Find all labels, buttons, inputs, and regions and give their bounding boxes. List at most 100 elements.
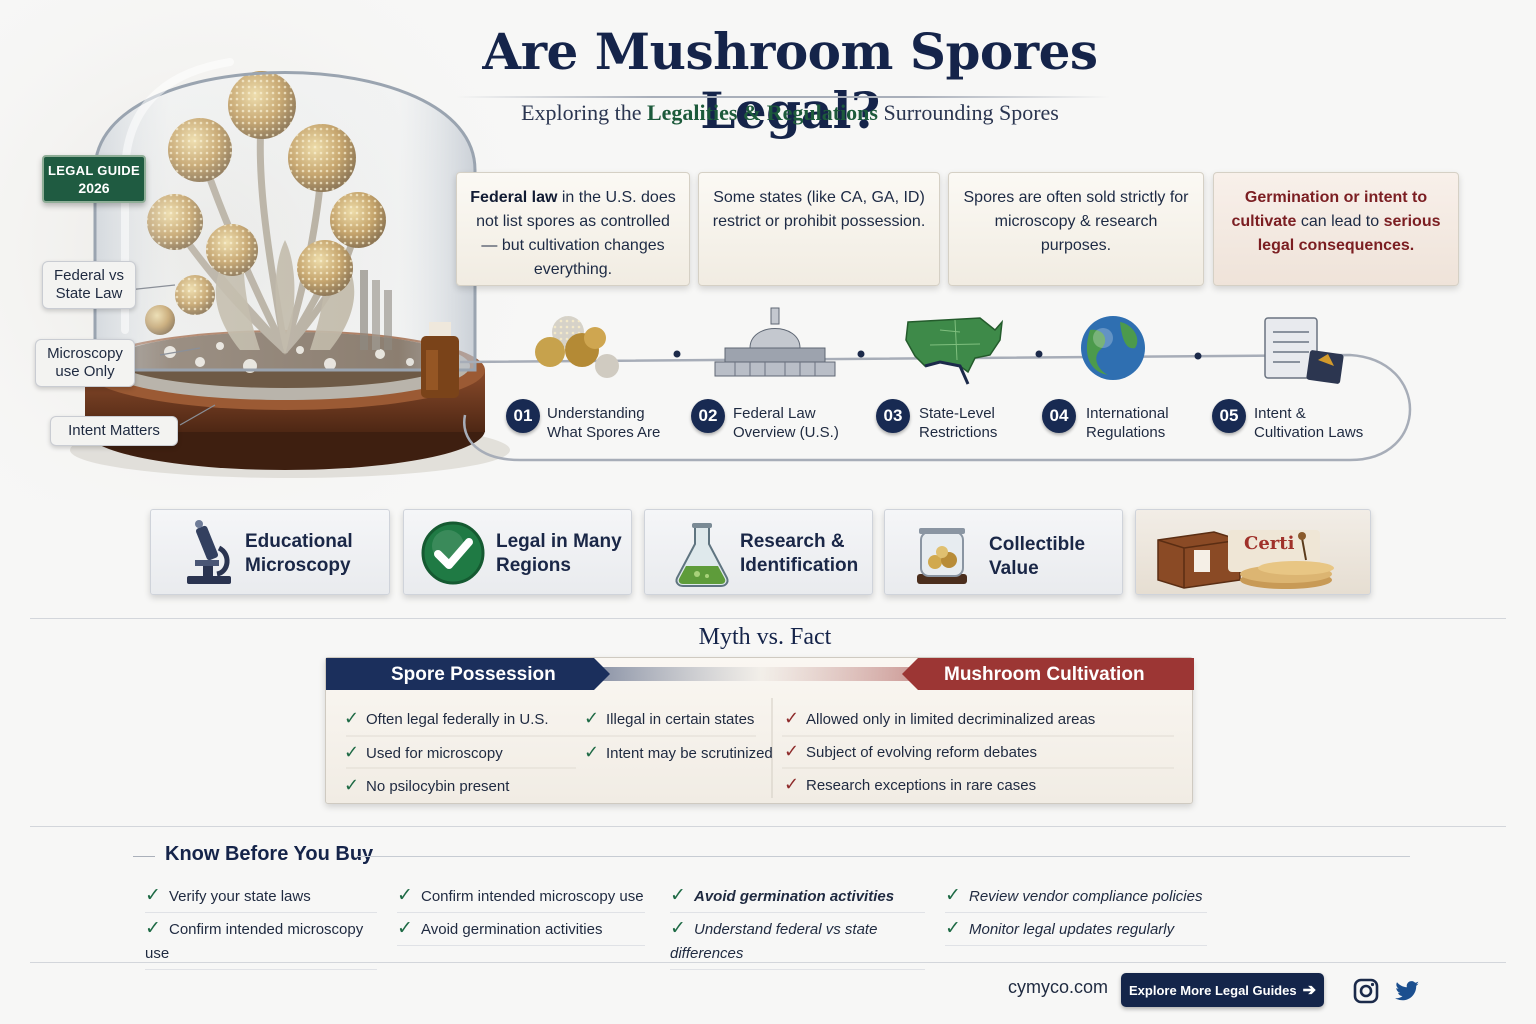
check-icon: ✓ <box>344 775 360 795</box>
feature-line1: Collectible <box>989 534 1086 555</box>
fact-card-text: can lead to <box>1296 213 1384 230</box>
footer-divider <box>30 962 1506 963</box>
page-title: Are Mushroom Spores Legal? <box>482 22 1098 140</box>
checklist-item-text: Verify your state laws <box>169 888 311 905</box>
check-icon: ✓ <box>784 774 800 794</box>
legal-guide-badge: LEGAL GUIDE 2026 <box>42 155 146 203</box>
feature-line2: Value <box>989 558 1039 579</box>
mushroom-cultivation-header: Mushroom Cultivation <box>944 664 1145 685</box>
certificate-box-icon <box>1157 530 1334 589</box>
checklist-item: ✓Avoid germination activities <box>670 884 925 913</box>
step-line1: Federal Law <box>733 405 816 422</box>
timeline-step-number: 04 <box>1042 399 1076 433</box>
capitol-icon <box>714 307 836 377</box>
fact-card-text: Some states (like CA, GA, ID) restrict o… <box>712 189 926 230</box>
checklist-item: ✓ Verify your state laws <box>145 884 377 913</box>
title-divider <box>455 96 1110 98</box>
hero-illustration <box>0 0 520 500</box>
subtitle-highlight: Legalities & Regulations <box>646 100 878 125</box>
feature-line2: Regions <box>496 555 571 576</box>
subtitle-post: Surrounding Spores <box>877 100 1059 125</box>
timeline-step-number: 05 <box>1212 399 1246 433</box>
step-line1: International <box>1086 405 1169 422</box>
check-icon: ✓ <box>145 918 161 939</box>
spore-jar-illustration <box>0 0 520 500</box>
step-line2: Regulations <box>1086 424 1166 441</box>
side-tag-microscopy-only: Microscopy use Only <box>35 339 135 387</box>
check-icon: ✓ <box>945 918 961 939</box>
timeline-graphic <box>459 307 1412 462</box>
list-item-text: No psilocybin present <box>366 778 510 795</box>
myth-vs-fact-title: Myth vs. Fact <box>698 624 832 650</box>
check-icon: ✓ <box>344 742 360 762</box>
feature-line1: Legal in Many <box>496 531 622 552</box>
list-item: ✓Often legal federally in U.S. <box>344 706 549 734</box>
fact-card-text: Spores are often sold strictly for micro… <box>963 189 1189 254</box>
list-item-text: Research exceptions in rare cases <box>806 777 1037 794</box>
list-item: ✓Intent may be scrutinized <box>584 740 773 768</box>
list-item-text: Allowed only in limited decriminalized a… <box>806 711 1096 728</box>
check-icon: ✓ <box>670 918 686 939</box>
checklist-item-text: Understand federal vs state differences <box>670 921 878 962</box>
myth-vs-fact-headers <box>326 658 1194 798</box>
timeline-step-number: 02 <box>691 399 725 433</box>
timeline-step-number: 03 <box>876 399 910 433</box>
check-circle-icon <box>421 521 485 585</box>
fact-card-bold: serious legal consequences. <box>1257 213 1441 254</box>
feature-line1: Research & <box>740 531 845 552</box>
globe-icon <box>1081 316 1145 380</box>
side-tag-federal-vs-state: Federal vs State Law <box>42 261 136 309</box>
checklist-item-text: Confirm intended microscopy use <box>145 921 364 962</box>
check-icon: ✓ <box>397 885 413 906</box>
know-before-you-buy-title: Know Before You Buy <box>165 843 374 865</box>
step-line2: Restrictions <box>919 424 998 441</box>
feature-research-identification: Research &Identification <box>644 509 873 595</box>
checklist-item: ✓Understand federal vs state differences <box>670 917 925 970</box>
specimen-jar-icon <box>917 528 967 584</box>
checklist-item-text: Confirm intended microscopy use <box>421 888 644 905</box>
checklist-item: ✓ Confirm intended microscopy use <box>397 884 645 913</box>
twitter-icon[interactable] <box>1393 977 1421 1005</box>
check-icon: ✓ <box>584 708 600 728</box>
section-divider <box>30 826 1506 827</box>
arrow-right-icon: ➔ <box>1302 982 1316 999</box>
explore-more-guides-button[interactable]: Explore More Legal Guides➔ <box>1121 973 1324 1007</box>
step-line2: What Spores Are <box>547 424 661 441</box>
document-icon <box>1264 317 1344 384</box>
fact-card-germination: Germination or intent to cultivate can l… <box>1213 172 1459 286</box>
step-line1: Understanding <box>547 405 645 422</box>
spores-icon <box>535 316 619 378</box>
microscope-icon <box>187 520 231 584</box>
list-item: ✓Used for microscopy <box>344 740 503 768</box>
title-rule-right <box>358 856 1410 857</box>
checklist-item: ✓Review vendor compliance policies <box>945 884 1207 913</box>
checklist-item-text: Monitor legal updates regularly <box>969 921 1175 938</box>
checklist-item: ✓ Monitor legal updates regularly <box>945 917 1207 946</box>
fact-card-text: in the U.S. does not list spores as cont… <box>476 189 676 278</box>
checklist-item-text: Avoid germination activities <box>694 888 895 905</box>
list-item: ✓ Research exceptions in rare cases <box>784 772 1036 800</box>
check-icon: ✓ <box>145 885 161 906</box>
step-line2: Cultivation Laws <box>1254 424 1364 441</box>
badge-line1: LEGAL GUIDE <box>48 163 140 178</box>
side-tag-intent-matters: Intent Matters <box>50 416 178 446</box>
spore-possession-header: Spore Possession <box>391 664 556 685</box>
subtitle-pre: Exploring the <box>521 100 647 125</box>
feature-label: Certi <box>1244 533 1295 554</box>
instagram-icon[interactable] <box>1352 977 1380 1005</box>
us-map-icon <box>905 317 1004 385</box>
feature-line1: Educational <box>245 531 353 552</box>
step-line1: State-Level <box>919 405 995 422</box>
site-link[interactable]: cymyco.com <box>1008 977 1109 997</box>
list-item: ✓Allowed only in limited decriminalized … <box>784 706 1095 734</box>
list-item-text: Often legal federally in U.S. <box>366 711 549 728</box>
timeline-step-number: 01 <box>506 399 540 433</box>
